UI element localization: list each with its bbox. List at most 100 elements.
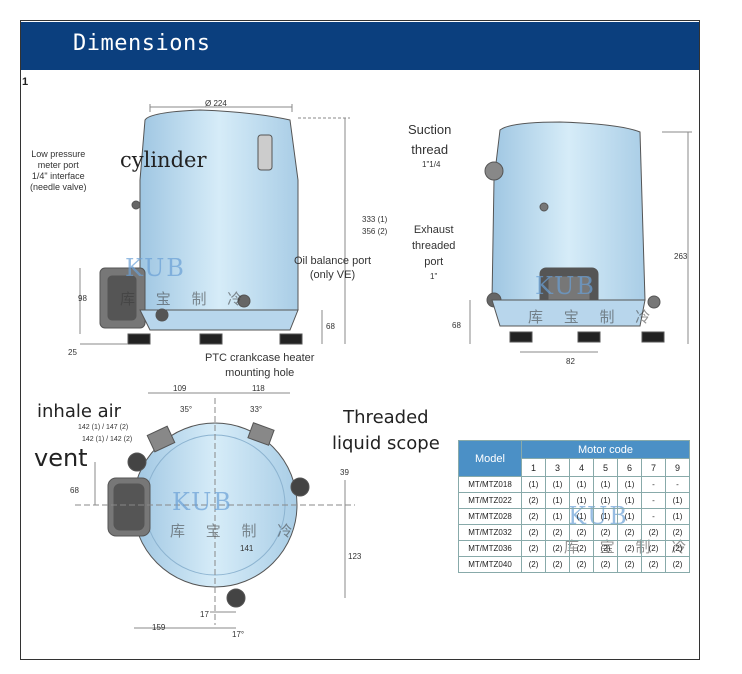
code-cell: (1)	[665, 508, 690, 525]
code-cell: -	[641, 508, 666, 525]
table-row: MT/MTZ040(2)(2)(2)(2)(2)(2)(2)	[458, 556, 690, 573]
model-cell: MT/MTZ032	[458, 524, 522, 541]
suction-size: 1"1/4	[422, 160, 441, 169]
watermark-kub: KUB	[125, 254, 186, 282]
model-cell: MT/MTZ040	[458, 556, 522, 573]
angle-33: 33°	[250, 405, 263, 414]
dim-159: 159	[152, 623, 166, 632]
watermark-chinese: 库 宝 制 冷	[170, 522, 301, 540]
code-cell: (1)	[665, 492, 690, 509]
code-cell: (2)	[545, 540, 570, 557]
code-cell: (2)	[545, 556, 570, 573]
table-header-motor-code: Motor code	[521, 440, 690, 459]
code-cell: (2)	[521, 556, 546, 573]
code-cell: (1)	[569, 508, 594, 525]
dim-98: 98	[78, 294, 87, 303]
code-cell: (2)	[521, 524, 546, 541]
dim-diameter: Ø 224	[205, 99, 227, 108]
exhaust-size: 1"	[430, 272, 438, 281]
code-cell: (2)	[569, 540, 594, 557]
code-cell: (2)	[593, 540, 618, 557]
model-cell: MT/MTZ022	[458, 492, 522, 509]
table-row: MT/MTZ018(1)(1)(1)(1)(1)--	[458, 476, 690, 493]
code-cell: (1)	[617, 492, 642, 509]
dim-25: 25	[68, 348, 77, 357]
motor-code-header: 5	[593, 458, 618, 477]
code-cell: -	[641, 492, 666, 509]
code-cell: (2)	[521, 508, 546, 525]
code-cell: (2)	[569, 556, 594, 573]
dim-68-side: 68	[452, 321, 461, 330]
angle-17: 17°	[232, 630, 245, 639]
watermark-chinese: 库 宝 制 冷	[120, 290, 251, 308]
model-cell: MT/MTZ018	[458, 476, 522, 493]
code-cell: (2)	[617, 556, 642, 573]
watermark-kub: KUB	[172, 488, 233, 516]
vent-label: vent	[34, 444, 88, 472]
motor-code-header: 1	[521, 458, 546, 477]
model-cell: MT/MTZ028	[458, 508, 522, 525]
dim-142b: 142 (1) / 142 (2)	[82, 436, 133, 443]
motor-code-header: 9	[665, 458, 690, 477]
table-row: MT/MTZ032(2)(2)(2)(2)(2)(2)(2)	[458, 524, 690, 541]
dim-123: 123	[348, 552, 362, 561]
dim-68-front: 68	[326, 322, 335, 331]
code-cell: (1)	[545, 508, 570, 525]
code-cell: (2)	[593, 556, 618, 573]
code-cell: (1)	[593, 508, 618, 525]
code-cell: (2)	[665, 524, 690, 541]
header-bar: Dimensions	[21, 22, 699, 70]
suction-thread-label: Suction thread	[408, 122, 452, 157]
angle-35: 35°	[180, 405, 193, 414]
code-cell: (2)	[617, 524, 642, 541]
dim-118: 118	[252, 384, 265, 393]
code-cell: (2)	[521, 492, 546, 509]
dim-82: 82	[566, 357, 575, 366]
code-cell: -	[665, 476, 690, 493]
table-row: MT/MTZ022(2)(1)(1)(1)(1)-(1)	[458, 492, 690, 509]
top-view	[75, 392, 355, 629]
exhaust-port-label: Exhaust threaded port	[412, 224, 456, 268]
dim-109: 109	[173, 384, 187, 393]
side-view	[469, 121, 692, 353]
oil-balance-port-label: Oil balance port (only VE)	[294, 255, 372, 281]
code-cell: (1)	[569, 492, 594, 509]
table-row: MT/MTZ036(2)(2)(2)(2)(2)(2)(2)	[458, 540, 690, 557]
code-cell: (2)	[593, 524, 618, 541]
code-cell: (1)	[545, 476, 570, 493]
low-pressure-port-label: Low pressure meter port 1/4" interface (…	[30, 149, 87, 192]
front-view	[79, 104, 350, 345]
dim-68-top: 68	[70, 486, 79, 495]
ptc-heater-label: PTC crankcase heater mounting hole	[205, 352, 315, 379]
dim-39: 39	[340, 468, 349, 477]
dim-height-356: 356 (2)	[362, 227, 388, 236]
code-cell: (2)	[641, 540, 666, 557]
table-header-model: Model	[458, 440, 522, 477]
motor-code-header: 7	[641, 458, 666, 477]
code-cell: (1)	[569, 476, 594, 493]
code-cell: (2)	[665, 556, 690, 573]
dim-142a: 142 (1) / 147 (2)	[78, 424, 129, 431]
page-title: Dimensions	[73, 31, 211, 56]
code-cell: (1)	[617, 508, 642, 525]
dim-height-333: 333 (1)	[362, 215, 388, 224]
code-cell: (1)	[521, 476, 546, 493]
inhale-air-label: inhale air	[37, 401, 122, 422]
watermark-chinese: 库 宝 制 冷	[528, 308, 659, 326]
dim-141: 141	[240, 544, 254, 553]
cylinder-label: cylinder	[120, 148, 207, 172]
code-cell: (2)	[617, 540, 642, 557]
code-cell: (1)	[617, 476, 642, 493]
code-cell: -	[641, 476, 666, 493]
code-cell: (2)	[569, 524, 594, 541]
dim-263: 263	[674, 252, 688, 261]
watermark-kub: KUB	[535, 272, 596, 300]
code-cell: (1)	[545, 492, 570, 509]
code-cell: (2)	[641, 524, 666, 541]
code-cell: (1)	[593, 492, 618, 509]
code-cell: (2)	[641, 556, 666, 573]
model-cell: MT/MTZ036	[458, 540, 522, 557]
threaded-liquid-scope-label: Threaded liquid scope	[332, 407, 440, 454]
dim-17: 17	[200, 610, 209, 619]
